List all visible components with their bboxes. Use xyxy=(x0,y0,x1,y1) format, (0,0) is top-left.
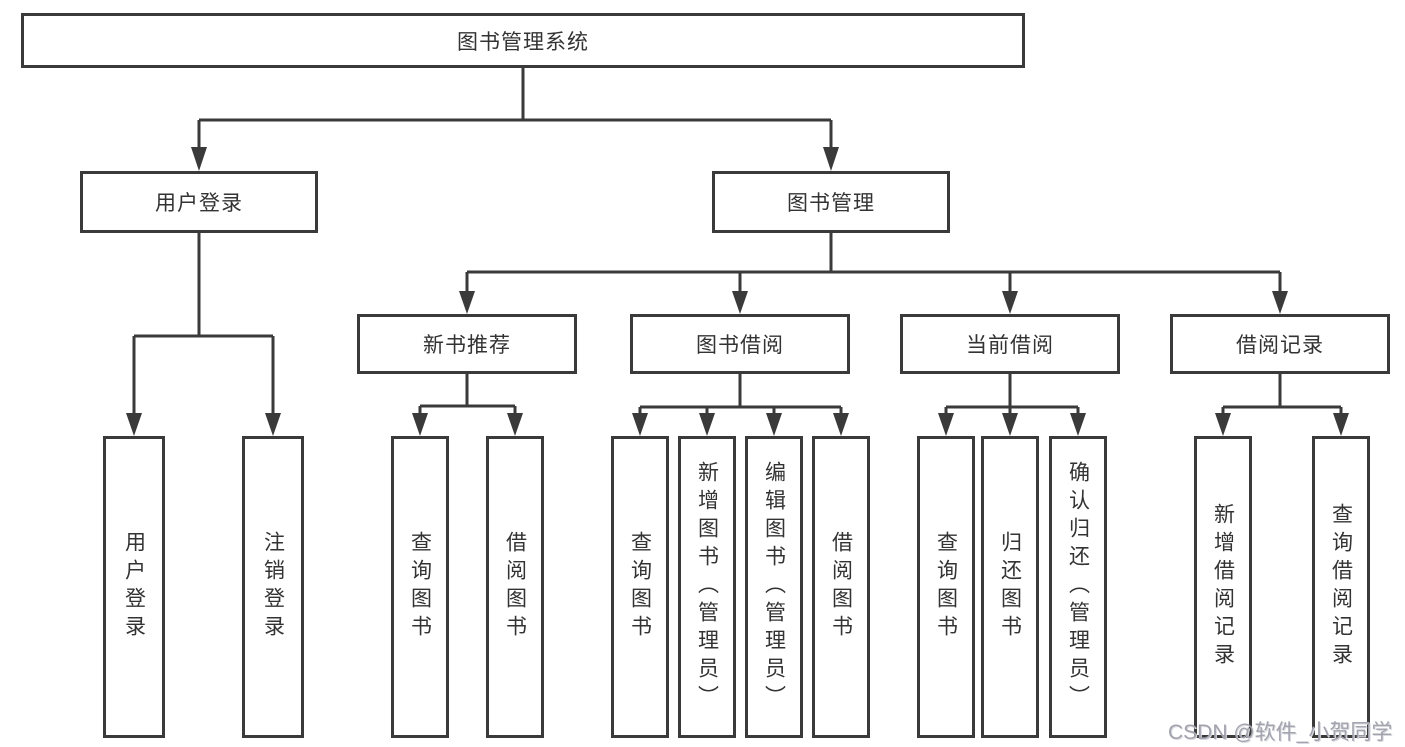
node-book-borrowing-label: 图书借阅 xyxy=(696,334,784,357)
watermark: CSDN @软件_小贺同学 xyxy=(1168,721,1393,744)
leaf-confirm-return-admin-label: 确认归还（管理员） xyxy=(1066,461,1090,713)
connector-new-book xyxy=(418,374,517,414)
node-user-login-label: 用户登录 xyxy=(155,192,243,215)
leaf-confirm-return-admin: 确认归还（管理员） xyxy=(1049,436,1107,738)
leaf-logout-label: 注销登录 xyxy=(261,531,285,643)
connector-root xyxy=(197,68,833,150)
leaf-query-books-borrow-label: 查询图书 xyxy=(628,531,652,643)
leaf-query-borrow-record: 查询借阅记录 xyxy=(1312,436,1370,738)
node-book-management: 图书管理 xyxy=(712,171,950,233)
connector-current-borrow xyxy=(944,374,1080,414)
connector-book-mgmt xyxy=(465,233,1282,292)
leaf-edit-books-admin-label: 编辑图书（管理员） xyxy=(762,461,786,713)
leaf-add-books-admin-label: 新增图书（管理员） xyxy=(695,461,719,713)
leaf-user-login-label: 用户登录 xyxy=(122,531,146,643)
leaf-add-books-admin: 新增图书（管理员） xyxy=(678,436,736,738)
node-borrowing-records: 借阅记录 xyxy=(1170,314,1390,374)
leaf-query-books-recommend: 查询图书 xyxy=(391,436,449,738)
leaf-query-borrow-record-label: 查询借阅记录 xyxy=(1329,503,1353,671)
leaf-add-borrow-record-label: 新增借阅记录 xyxy=(1211,503,1235,671)
leaf-borrow-books: 借阅图书 xyxy=(812,436,870,738)
connector-borrow-records xyxy=(1221,374,1343,414)
connector-user-login xyxy=(132,233,275,414)
node-current-borrowing: 当前借阅 xyxy=(900,314,1120,374)
leaf-borrow-books-recommend: 借阅图书 xyxy=(486,436,544,738)
leaf-logout: 注销登录 xyxy=(242,436,304,738)
leaf-user-login: 用户登录 xyxy=(103,436,165,738)
node-borrowing-records-label: 借阅记录 xyxy=(1236,334,1324,357)
leaf-query-books-current: 查询图书 xyxy=(917,436,975,738)
leaf-add-borrow-record: 新增借阅记录 xyxy=(1194,436,1252,738)
node-book-borrowing: 图书借阅 xyxy=(630,314,850,374)
leaf-borrow-books-recommend-label: 借阅图书 xyxy=(503,531,527,643)
node-root-label: 图书管理系统 xyxy=(457,30,589,54)
leaf-query-books-recommend-label: 查询图书 xyxy=(408,531,432,643)
leaf-edit-books-admin: 编辑图书（管理员） xyxy=(745,436,803,738)
node-new-book-recommend: 新书推荐 xyxy=(357,314,577,374)
node-root: 图书管理系统 xyxy=(21,13,1025,68)
leaf-query-books-borrow: 查询图书 xyxy=(611,436,669,738)
leaf-return-books-label: 归还图书 xyxy=(998,531,1022,643)
node-current-borrowing-label: 当前借阅 xyxy=(966,334,1054,357)
leaf-borrow-books-label: 借阅图书 xyxy=(829,531,853,643)
node-book-management-label: 图书管理 xyxy=(787,192,875,215)
leaf-return-books: 归还图书 xyxy=(981,436,1039,738)
connector-book-borrow xyxy=(638,374,843,414)
leaf-query-books-current-label: 查询图书 xyxy=(934,531,958,643)
node-new-book-recommend-label: 新书推荐 xyxy=(423,334,511,357)
node-user-login: 用户登录 xyxy=(80,171,318,233)
